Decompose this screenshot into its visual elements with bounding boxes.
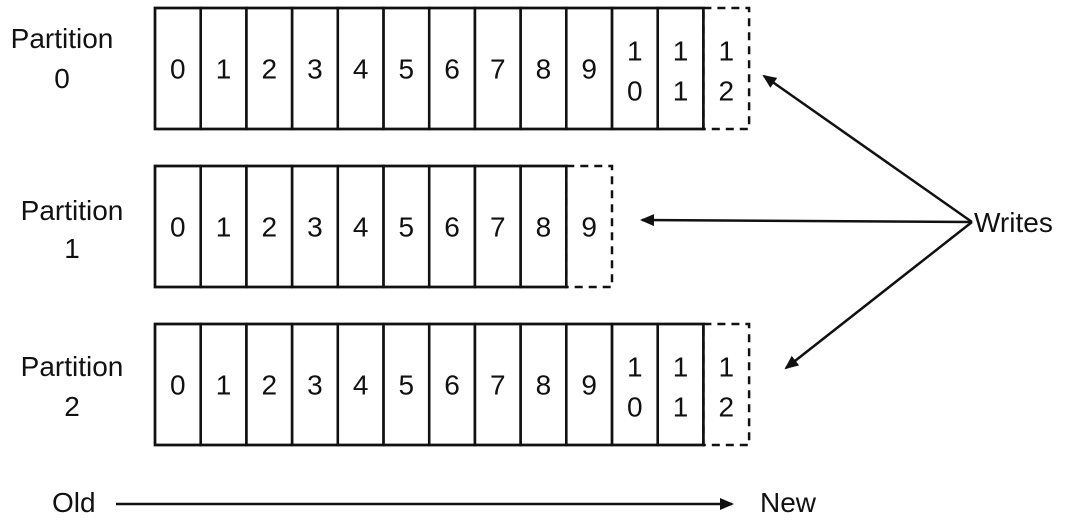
partition-1-offset-8: 8 <box>536 212 552 243</box>
write-arrow-partition-1 <box>640 214 973 227</box>
partition-0-offset-6: 6 <box>444 54 460 85</box>
partition-2-cell-12-pending <box>702 322 751 447</box>
partition-2-label-line1: Partition <box>21 351 124 382</box>
partition-0-label-line2: 0 <box>54 63 70 94</box>
partition-1-offset-5: 5 <box>399 212 415 243</box>
partition-0-label-line1: Partition <box>11 23 114 54</box>
partition-1-offset-4: 4 <box>353 212 369 243</box>
partition-2-offset-1: 1 <box>216 370 232 401</box>
axis-old-label: Old <box>52 487 96 518</box>
partition-1-offset-1: 1 <box>216 212 232 243</box>
partition-2-offset-2: 2 <box>261 370 277 401</box>
partition-0-offset-2: 2 <box>261 54 277 85</box>
partition-1-offset-7: 7 <box>490 212 506 243</box>
writes-label: Writes <box>974 207 1053 238</box>
partition-2-outline <box>153 322 705 447</box>
partition-1-offset-9: 9 <box>581 212 597 243</box>
partition-2-offset-0: 0 <box>170 370 186 401</box>
partition-0-offset-8: 8 <box>536 54 552 85</box>
axis-new-label: New <box>760 487 817 518</box>
partition-1-offset-3: 3 <box>307 212 323 243</box>
partition-2-cell-11 <box>656 322 705 447</box>
partition-0-offset-7: 7 <box>490 54 506 85</box>
partition-1-label-line2: 1 <box>64 233 80 264</box>
partition-0-offset-0: 0 <box>170 54 186 85</box>
partition-0-offset-4: 4 <box>353 54 369 85</box>
partition-2-label-line2: 2 <box>64 391 80 422</box>
partition-0-offset-5: 5 <box>399 54 415 85</box>
partition-0-outline <box>153 6 705 131</box>
partition-1-offset-0: 0 <box>170 212 186 243</box>
partition-0-offset-3: 3 <box>307 54 323 85</box>
partition-2-offset-8: 8 <box>536 370 552 401</box>
partition-1-outline <box>153 164 568 289</box>
partition-1-offset-2: 2 <box>261 212 277 243</box>
partition-1-label-line1: Partition <box>21 195 124 226</box>
partition-0-offset-9: 9 <box>581 54 597 85</box>
partition-2-offset-5: 5 <box>399 370 415 401</box>
partition-2-offset-9: 9 <box>581 370 597 401</box>
partition-0-cell-11 <box>656 6 705 131</box>
partition-0-cell-10 <box>610 6 659 131</box>
write-arrow-partition-2 <box>784 221 973 370</box>
write-arrow-partition-0 <box>762 74 973 224</box>
partition-2-cell-10 <box>610 322 659 447</box>
partition-2-offset-4: 4 <box>353 370 369 401</box>
partition-0-cell-12-pending <box>702 6 751 131</box>
partition-1-offset-6: 6 <box>444 212 460 243</box>
partition-2-offset-3: 3 <box>307 370 323 401</box>
partition-0-offset-1: 1 <box>216 54 232 85</box>
partition-2-offset-6: 6 <box>444 370 460 401</box>
partition-2-offset-7: 7 <box>490 370 506 401</box>
